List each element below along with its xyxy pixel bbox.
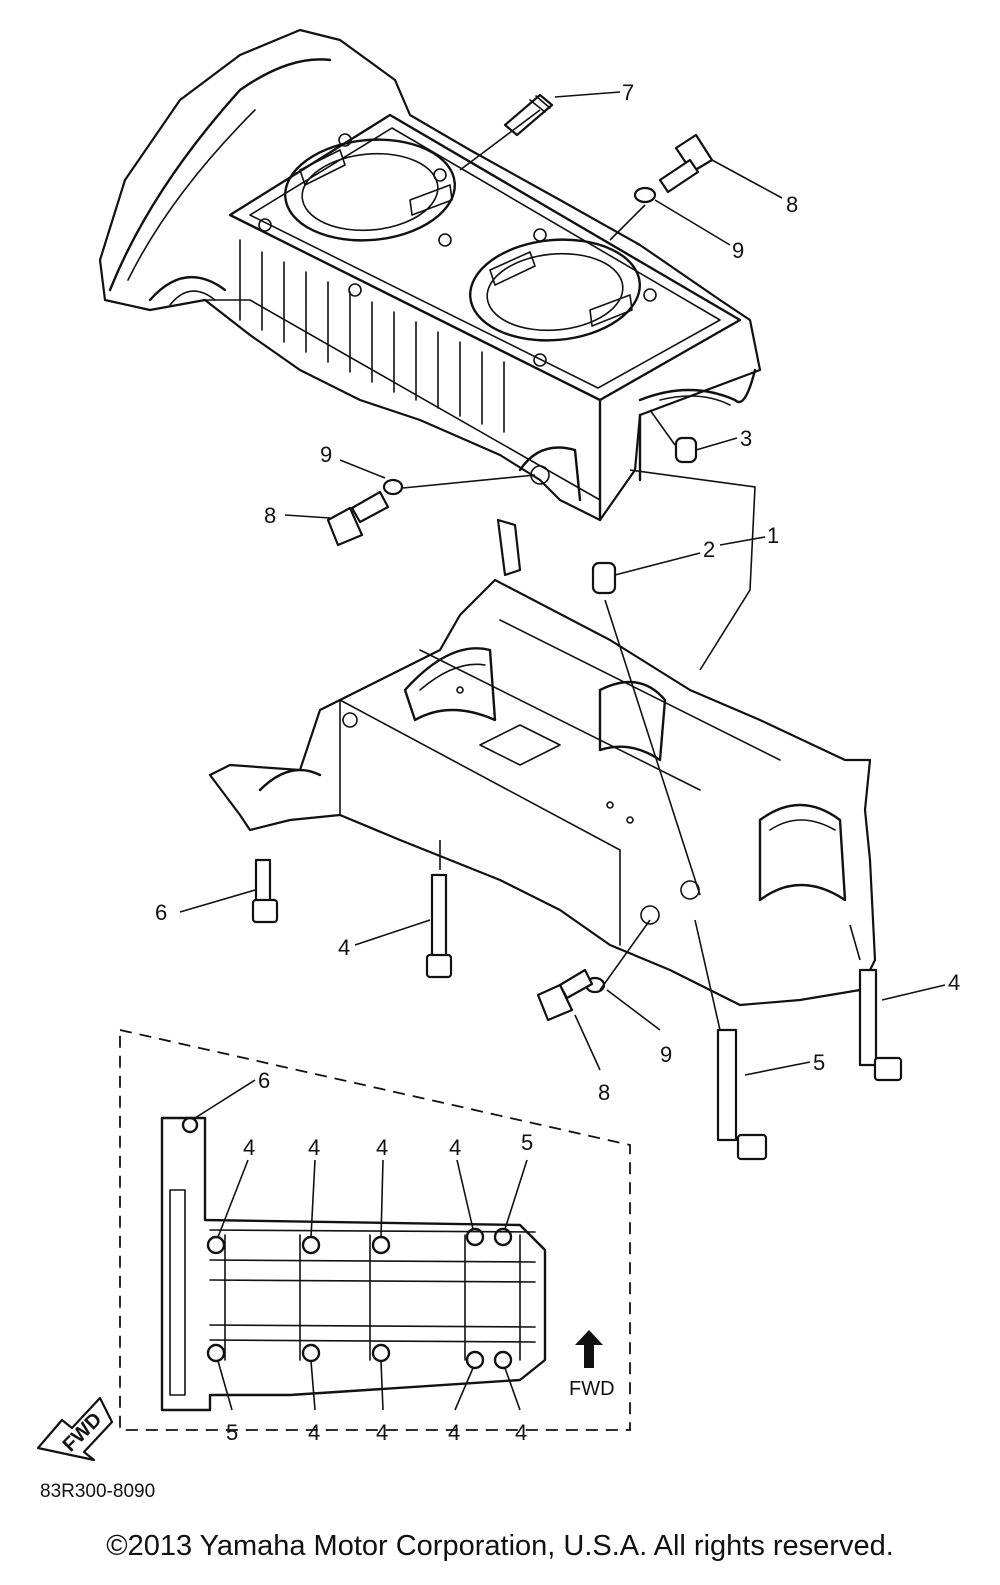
- washer-9-left: [382, 478, 404, 496]
- reference-code: 83R300-8090: [40, 1481, 155, 1502]
- callout-5: 5: [813, 1050, 825, 1075]
- callout-8-lower: 8: [598, 1080, 610, 1105]
- bolt-6: [251, 858, 279, 924]
- callout-6: 6: [155, 900, 167, 925]
- inset-callout-5: 5: [226, 1420, 238, 1445]
- inset-callout-4: 4: [515, 1420, 527, 1445]
- callout-3: 3: [740, 426, 752, 451]
- callout-8-left: 8: [264, 503, 276, 528]
- inset-callout-4: 4: [449, 1135, 461, 1160]
- callout-8-upper: 8: [786, 192, 798, 217]
- bolt-5: [716, 1028, 768, 1161]
- callout-1: 1: [767, 523, 779, 548]
- callout-2: 2: [703, 537, 715, 562]
- upper-crankcase: [98, 28, 762, 522]
- bolt-8-left: [326, 490, 390, 547]
- fwd-badge: FWD: [36, 1396, 114, 1462]
- callout-numbers: 7 8 9 3 9 8 2 1 6 4 4 5 9 8 6 4 4 4 4 5 …: [155, 80, 960, 1445]
- inset-callout-4: 4: [243, 1135, 255, 1160]
- bolt-8-lower: [536, 968, 594, 1022]
- callout-9-left: 9: [320, 442, 332, 467]
- inset-callout-6: 6: [258, 1068, 270, 1093]
- bolt-8-upper: [658, 133, 714, 194]
- dowel-3: [674, 436, 698, 464]
- inset-bottom-view: [119, 1028, 631, 1431]
- inset-callout-4: 4: [308, 1135, 320, 1160]
- copyright-notice: ©2013 Yamaha Motor Corporation, U.S.A. A…: [106, 1530, 894, 1562]
- callout-9-lower: 9: [660, 1042, 672, 1067]
- lower-crankcase: [208, 518, 877, 1007]
- inset-callout-5: 5: [521, 1130, 533, 1155]
- leader-lines: [179, 91, 946, 1076]
- fwd-arrow-icon: [575, 1330, 603, 1368]
- callout-4-right: 4: [948, 970, 960, 995]
- inset-callout-4: 4: [448, 1420, 460, 1445]
- callout-4-middle: 4: [338, 935, 350, 960]
- dowel-2: [591, 561, 617, 595]
- bolt-4-right: [858, 968, 903, 1082]
- callout-7: 7: [622, 80, 634, 105]
- inset-callout-4: 4: [376, 1135, 388, 1160]
- washer-9-upper: [633, 186, 657, 204]
- bolt-4-middle: [425, 873, 453, 979]
- inset-callout-4: 4: [376, 1420, 388, 1445]
- inset-callout-4: 4: [308, 1420, 320, 1445]
- inset-fwd-label: FWD: [569, 1378, 615, 1400]
- callout-9-upper: 9: [732, 238, 744, 263]
- plug-7: [503, 93, 554, 137]
